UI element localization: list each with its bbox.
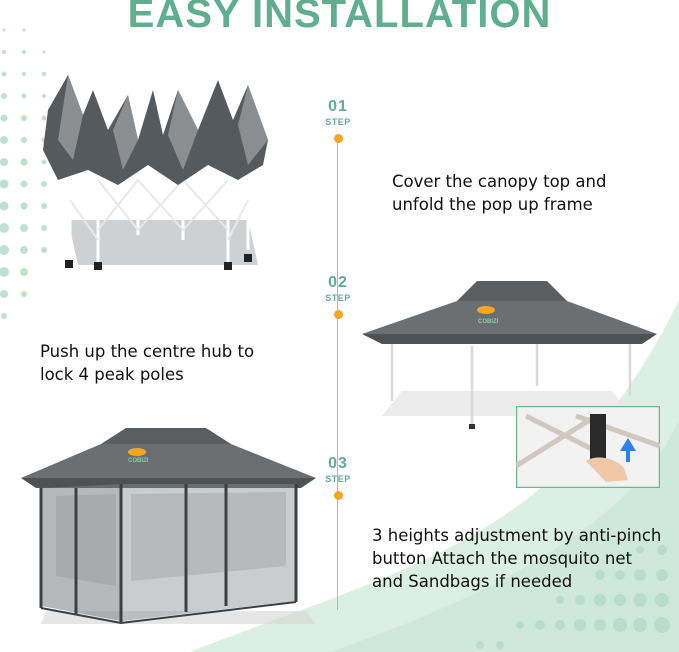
brand-logo: COBIZI: [128, 458, 149, 464]
step-label: STEP: [325, 474, 351, 484]
step-02-marker: 02 STEP: [308, 274, 368, 319]
page-title: EASY INSTALLATION: [127, 0, 552, 36]
step-dot: [333, 491, 343, 500]
step-dot: [333, 134, 343, 143]
pinch-button-detail-inset: [516, 406, 660, 488]
step-label: STEP: [325, 117, 351, 127]
step-03-description: 3 heights adjustment by anti-pinch butto…: [372, 526, 662, 591]
step-01-marker: 01 STEP: [308, 98, 368, 143]
step-number: 01: [328, 98, 348, 115]
step-number: 03: [328, 455, 348, 472]
step-dot: [333, 310, 343, 319]
decorative-dot-pattern: [0, 28, 47, 319]
canopy-with-mosquito-net-illustration: COBIZI: [21, 428, 316, 625]
step-03-marker: 03 STEP: [308, 455, 368, 500]
brand-logo: COBIZI: [478, 319, 499, 325]
step-number: 02: [328, 274, 348, 291]
folded-canopy-illustration: [43, 75, 268, 270]
step-timeline-line: [337, 140, 338, 610]
step-label: STEP: [325, 293, 351, 303]
step-02-description: Push up the centre hub to lock 4 peak po…: [40, 342, 255, 384]
step-01-description: Cover the canopy top and unfold the pop …: [392, 172, 607, 214]
open-canopy-illustration: COBIZI: [362, 281, 657, 429]
